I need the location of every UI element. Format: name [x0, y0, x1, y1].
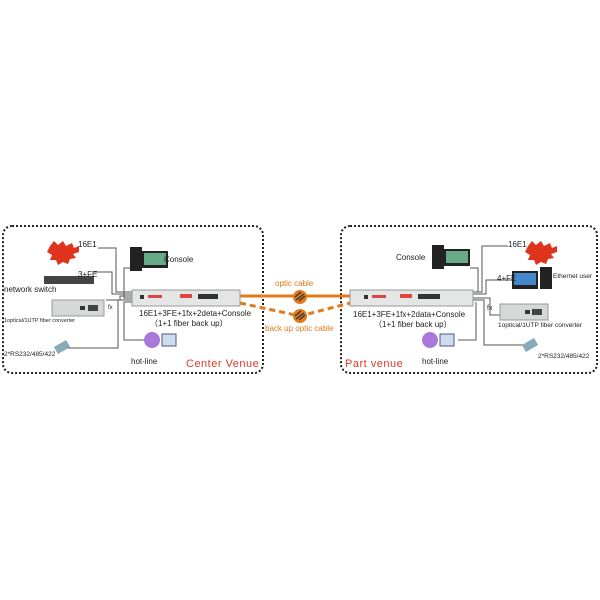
- part-pbx-icon: [525, 241, 557, 265]
- center-console-label: Console: [164, 255, 194, 264]
- part-venue-box: [340, 225, 598, 374]
- center-console-computer-icon: [130, 247, 168, 271]
- part-e1-label: 16E1: [508, 240, 527, 249]
- optic-cable-label: optic cable: [275, 279, 314, 288]
- part-venue-label: Part venue: [345, 358, 404, 370]
- center-converter-label: 1optical/1UTP fiber converter: [4, 318, 76, 324]
- ethernet-user-computer-icon: [512, 267, 552, 289]
- center-backup-label: （1+1 fiber back up）: [150, 319, 228, 328]
- part-hotline-label: hot-line: [422, 357, 449, 366]
- center-serial-label: 2*RS232/485/422: [4, 351, 56, 358]
- center-wires: [58, 247, 148, 349]
- center-venue-label: Center Venue: [186, 358, 260, 370]
- network-switch-label: network switch: [4, 285, 57, 294]
- part-device-label: 16E1+3FE+1fx+2data+Console: [353, 310, 466, 319]
- part-fx-label: fx: [487, 305, 493, 312]
- part-fe-label: 4+FE: [497, 274, 517, 283]
- center-serial-converter-icon: [53, 340, 71, 354]
- center-fiber-converter-icon: [51, 299, 105, 317]
- center-hotline-label: hot-line: [131, 357, 158, 366]
- center-device-label: 16E1+3FE+1fx+2deta+Console: [139, 309, 252, 318]
- center-venue-box: [2, 225, 264, 374]
- ethernet-user-label: Ethernet user: [553, 273, 593, 280]
- part-console-computer-icon: [432, 245, 470, 269]
- part-hotline-phone-icon: [422, 332, 455, 348]
- center-hotline-phone-icon: [144, 332, 177, 348]
- part-serial-label: 2*RS232/485/422: [538, 353, 590, 360]
- center-multiplexer-device: [131, 289, 241, 307]
- part-wires: [458, 245, 525, 346]
- part-fiber-converter-icon: [499, 303, 549, 321]
- fiber-coil-icon: [293, 309, 307, 323]
- center-pbx-icon: [47, 241, 79, 265]
- part-multiplexer-device: [349, 289, 474, 307]
- part-converter-label: 1optical/1UTP fiber converter: [498, 322, 583, 329]
- part-serial-converter-icon: [521, 338, 539, 352]
- network-switch-icon: [44, 276, 94, 284]
- center-fx-label: fx: [108, 305, 113, 311]
- part-backup-label: （1+1 fiber back up）: [374, 320, 452, 329]
- center-fe-label: 3+FE: [78, 270, 98, 279]
- fiber-coil-icon: [293, 290, 307, 304]
- part-console-label: Console: [396, 253, 426, 262]
- center-e1-label: 16E1: [78, 240, 97, 249]
- backup-optic-cable-label: back up optic cable: [265, 324, 334, 333]
